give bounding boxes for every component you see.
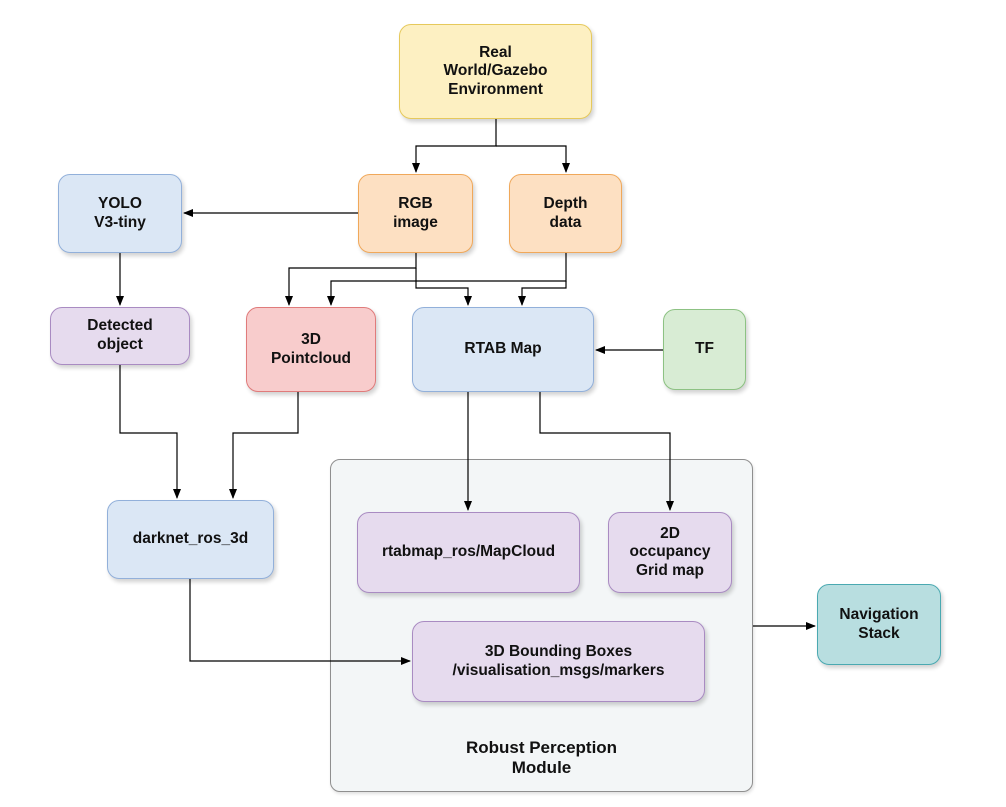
- node-rgb-label: RGB image: [393, 194, 438, 231]
- node-detected: Detected object: [50, 307, 190, 365]
- node-rtab-label: RTAB Map: [464, 340, 542, 358]
- module-label: Robust Perception Module: [465, 738, 618, 778]
- node-bbox-label: 3D Bounding Boxes /visualisation_msgs/ma…: [452, 642, 665, 679]
- node-detected-label: Detected object: [87, 317, 153, 353]
- node-depth-label: Depth data: [543, 194, 588, 231]
- node-rtab: RTAB Map: [412, 307, 594, 392]
- node-rgb: RGB image: [358, 174, 473, 253]
- node-env-label: Real World/Gazebo Environment: [443, 43, 548, 98]
- node-mapcloud-label: rtabmap_ros/MapCloud: [381, 543, 556, 561]
- edge-depth-to-pointcloud: [327, 253, 567, 306]
- node-darknet: darknet_ros_3d: [107, 500, 274, 579]
- node-occupancy: 2D occupancy Grid map: [608, 512, 732, 593]
- node-yolo: YOLO V3-tiny: [58, 174, 182, 253]
- edge-darknet-to-bbox: [189, 579, 411, 665]
- node-env: Real World/Gazebo Environment: [399, 24, 592, 119]
- node-depth: Depth data: [509, 174, 622, 253]
- node-bbox: 3D Bounding Boxes /visualisation_msgs/ma…: [412, 621, 705, 702]
- edge-env-to-rgb: [412, 119, 497, 173]
- node-nav: Navigation Stack: [817, 584, 941, 665]
- node-tf-label: TF: [695, 340, 714, 358]
- edge-depth-to-rtab: [518, 281, 567, 306]
- edge-rgb-to-pointcloud: [285, 253, 417, 306]
- node-darknet-label: darknet_ros_3d: [132, 530, 249, 548]
- edge-detected-to-darknet: [119, 365, 181, 499]
- node-tf: TF: [663, 309, 746, 390]
- edge-rgb-to-rtab: [415, 268, 472, 306]
- node-pointcloud: 3D Pointcloud: [246, 307, 376, 392]
- node-yolo-label: YOLO V3-tiny: [94, 194, 146, 231]
- node-nav-label: Navigation Stack: [839, 605, 919, 642]
- node-pointcloud-label: 3D Pointcloud: [270, 330, 352, 367]
- node-occupancy-label: 2D occupancy Grid map: [629, 524, 711, 579]
- edge-env-to-depth: [496, 145, 570, 173]
- edge-pointcloud-to-darknet: [229, 392, 299, 499]
- node-mapcloud: rtabmap_ros/MapCloud: [357, 512, 580, 593]
- edge-rtab-to-occupancy: [539, 392, 674, 511]
